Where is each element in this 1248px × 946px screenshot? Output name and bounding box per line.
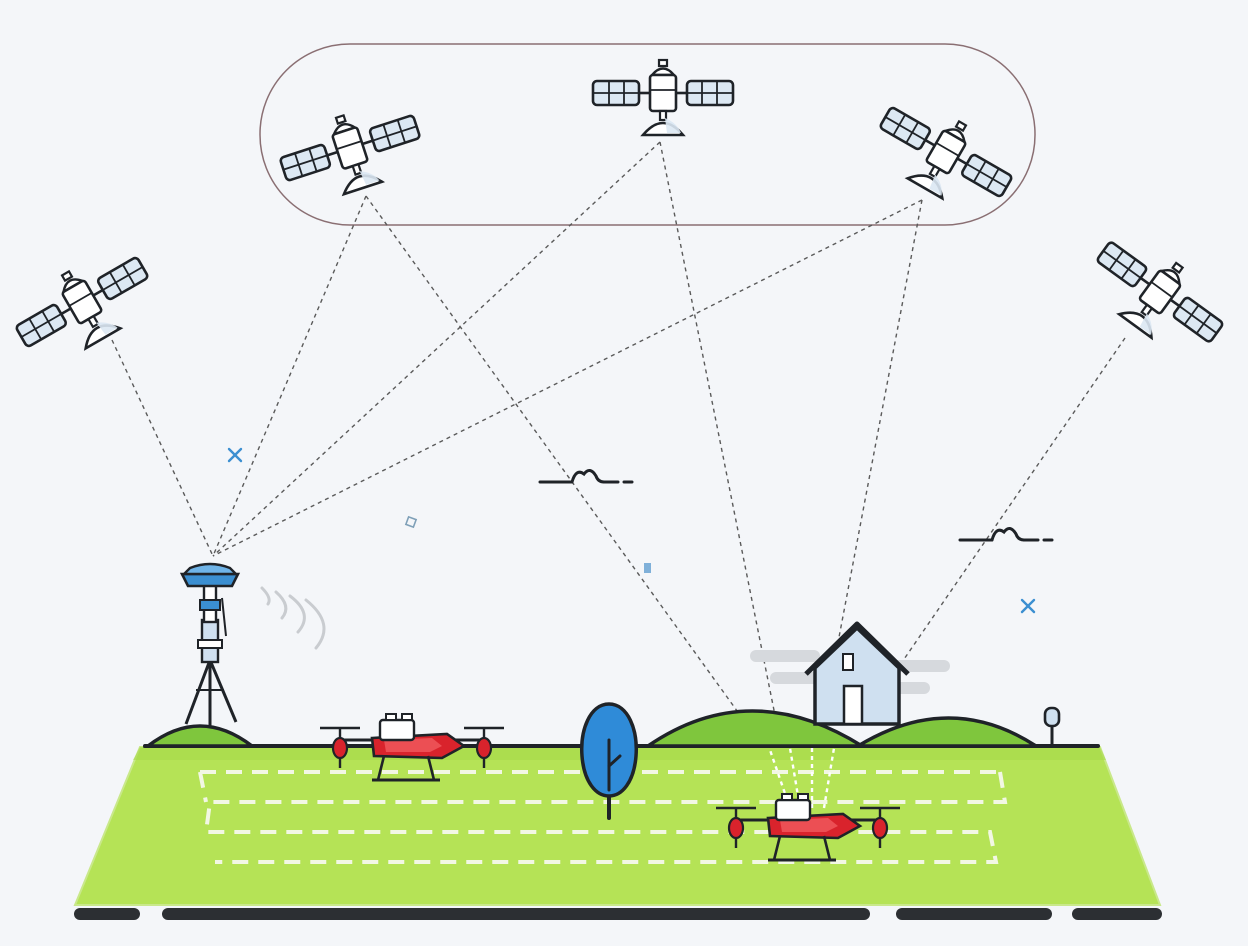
sparkle-icon	[1020, 598, 1036, 614]
satellite-icon	[591, 58, 735, 137]
signal-line-sat3-base	[212, 141, 661, 557]
satellite-icon	[1077, 222, 1238, 369]
radio-waves-icon	[260, 586, 326, 650]
road	[74, 908, 1162, 920]
tree-icon	[580, 702, 638, 820]
gnss-base-station-icon	[179, 562, 241, 728]
sparkle-icon	[404, 515, 418, 529]
signal-line-sat2-base	[212, 195, 367, 557]
signal-lines	[111, 141, 1126, 791]
house-icon	[804, 621, 910, 726]
signal-line-sat1-base	[111, 339, 214, 557]
signal-line-sat4-base	[212, 199, 923, 557]
signal-line-sat3-drone	[659, 141, 791, 791]
bird-icon	[958, 526, 1054, 542]
satellite-icon	[271, 93, 431, 211]
hill-center	[642, 709, 869, 748]
marker-post	[1043, 706, 1061, 746]
bird-icon	[538, 468, 634, 484]
hill-left	[142, 724, 258, 748]
sparkle-icon	[227, 447, 243, 463]
signal-line-sat2-drone	[365, 195, 741, 716]
satellite-group-frame	[259, 43, 1036, 226]
satellite-icon	[3, 237, 165, 375]
sparkle-icon	[644, 563, 651, 573]
satellite-icon	[863, 87, 1025, 225]
hill-right	[851, 716, 1042, 748]
signal-line-sat5-drone	[899, 337, 1126, 666]
